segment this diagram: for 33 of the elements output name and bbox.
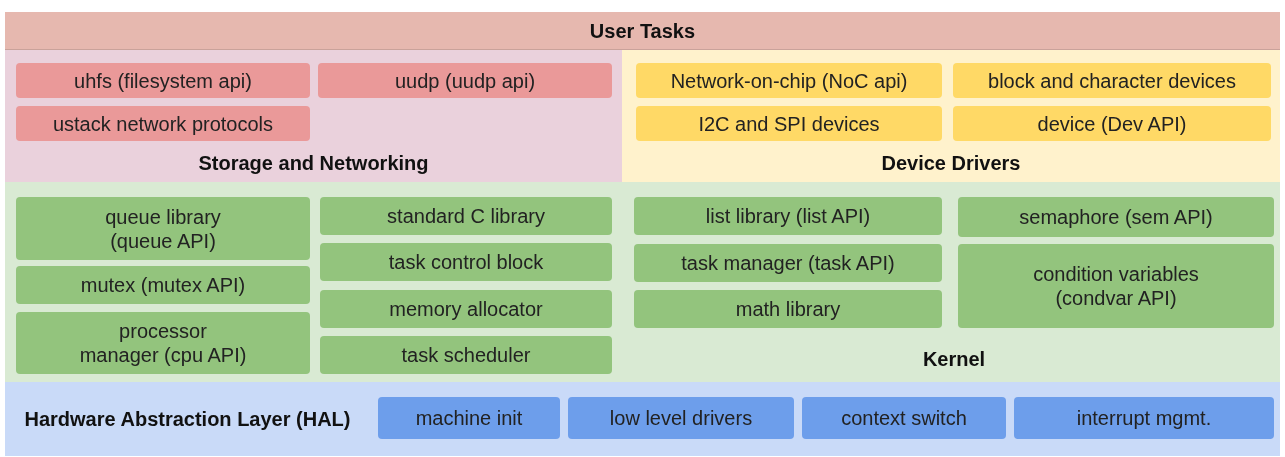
- module-box: interrupt mgmt.: [1014, 397, 1274, 439]
- module-box: machine init: [378, 397, 560, 439]
- layer-heading: Kernel: [921, 346, 987, 372]
- module-box: Network-on-chip (NoC api): [636, 63, 942, 98]
- module-box: condition variables (condvar API): [958, 244, 1274, 328]
- layer-heading: Storage and Networking: [197, 150, 430, 176]
- module-box: processor manager (cpu API): [16, 312, 310, 374]
- module-box: task manager (task API): [634, 244, 942, 282]
- module-box: I2C and SPI devices: [636, 106, 942, 141]
- layer-panel: [5, 50, 622, 182]
- layer-heading: User Tasks: [588, 18, 697, 44]
- module-box: uhfs (filesystem api): [16, 63, 310, 98]
- module-box: device (Dev API): [953, 106, 1271, 141]
- module-box: task control block: [320, 243, 612, 281]
- module-box: memory allocator: [320, 290, 612, 328]
- module-box: math library: [634, 290, 942, 328]
- module-box: standard C library: [320, 197, 612, 235]
- module-box: list library (list API): [634, 197, 942, 235]
- module-box: uudp (uudp api): [318, 63, 612, 98]
- layer-heading: Hardware Abstraction Layer (HAL): [23, 406, 352, 432]
- layer-panel: [5, 382, 1280, 456]
- module-box: block and character devices: [953, 63, 1271, 98]
- module-box: semaphore (sem API): [958, 197, 1274, 237]
- layer-panel: [5, 182, 1280, 382]
- layer-heading: Device Drivers: [880, 150, 1022, 176]
- module-box: queue library (queue API): [16, 197, 310, 260]
- module-box: task scheduler: [320, 336, 612, 374]
- module-box: mutex (mutex API): [16, 266, 310, 304]
- module-box: context switch: [802, 397, 1006, 439]
- module-box: ustack network protocols: [16, 106, 310, 141]
- layer-band: [5, 12, 1280, 50]
- module-box: low level drivers: [568, 397, 794, 439]
- layer-panel: [622, 50, 1280, 182]
